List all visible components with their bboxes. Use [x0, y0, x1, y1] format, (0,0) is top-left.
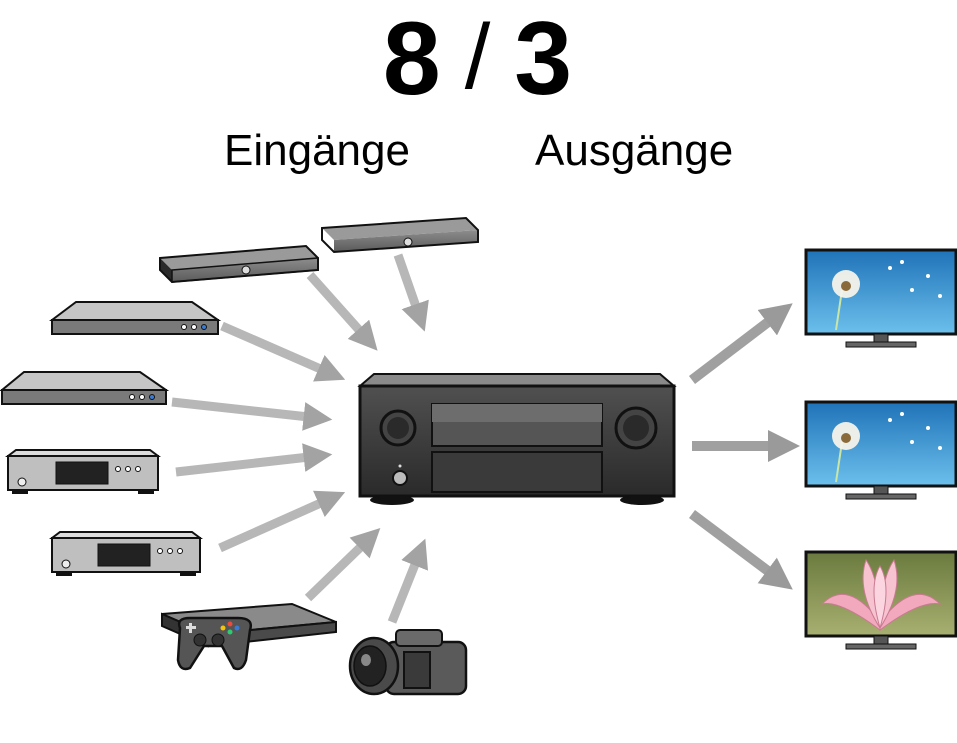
- tv-icon: [804, 400, 957, 500]
- tv-icon: [804, 248, 957, 348]
- tv-icon: [804, 550, 957, 650]
- outputs-count: 3: [514, 1, 575, 117]
- title-ratio: 8/3: [0, 4, 957, 118]
- inputs-count: 8: [382, 1, 443, 117]
- arrow-in-6: [218, 490, 346, 553]
- game-console-icon: [161, 602, 337, 671]
- arrow-out-3: [689, 510, 793, 590]
- dvd-player-icon: [0, 371, 170, 405]
- camcorder-icon: [348, 629, 468, 696]
- streaming-box-icon: [159, 244, 319, 284]
- cd-player-icon: [5, 449, 161, 494]
- inputs-label: Eingänge: [224, 126, 410, 175]
- arrow-in-4: [171, 397, 333, 431]
- streaming-box-icon: [321, 216, 479, 254]
- cd-player-icon: [49, 531, 203, 576]
- ratio-separator: /: [464, 6, 493, 108]
- arrow-in-1: [306, 272, 378, 351]
- av-receiver-icon: [357, 373, 677, 505]
- arrow-in-7: [304, 527, 381, 602]
- outputs-label: Ausgänge: [535, 126, 734, 175]
- arrow-in-3: [220, 321, 346, 382]
- arrow-in-5: [175, 443, 333, 477]
- output-arrows: [688, 303, 801, 590]
- arrow-out-1: [688, 303, 793, 384]
- arrow-in-8: [387, 538, 429, 624]
- input-arrows: [171, 253, 429, 624]
- arrow-in-2: [393, 253, 429, 332]
- blu-ray-player-icon: [49, 301, 222, 335]
